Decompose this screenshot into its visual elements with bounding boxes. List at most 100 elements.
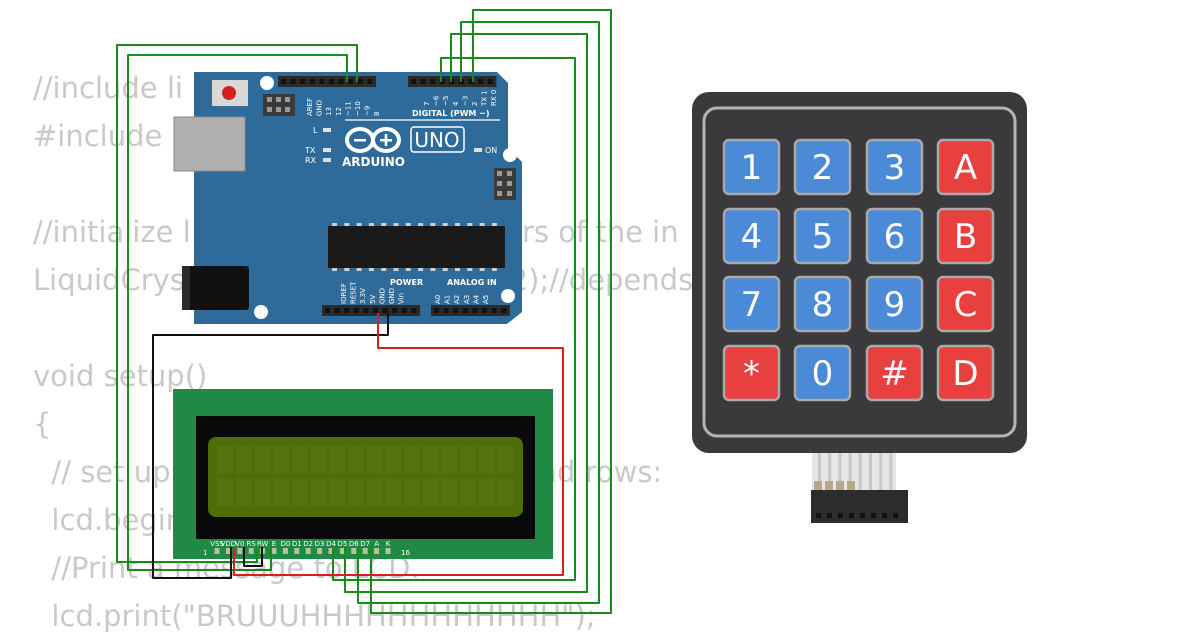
header-socket[interactable] xyxy=(443,308,449,313)
header-socket[interactable] xyxy=(367,79,373,84)
header-socket[interactable] xyxy=(430,79,436,84)
lcd-pin[interactable] xyxy=(374,548,380,554)
lcd-pin[interactable] xyxy=(225,548,231,554)
lcd-pin[interactable] xyxy=(294,548,300,554)
header-socket[interactable] xyxy=(319,79,325,84)
pin-label: 8 xyxy=(373,112,381,116)
keypad-ribbon-traces xyxy=(818,452,893,492)
keypad-key-label: 9 xyxy=(884,285,906,325)
lcd-cell xyxy=(273,478,290,506)
lcd-pin-last: 16 xyxy=(401,549,410,557)
header-socket[interactable] xyxy=(420,79,426,84)
lcd-cell xyxy=(310,446,327,474)
lcd-pin[interactable] xyxy=(328,548,334,554)
keypad-key-label: B xyxy=(954,217,977,257)
header-socket[interactable] xyxy=(487,79,493,84)
header-socket[interactable] xyxy=(472,308,478,313)
header-socket[interactable] xyxy=(439,79,445,84)
lcd-pin[interactable] xyxy=(271,548,277,554)
keypad-key-9[interactable]: 9 xyxy=(865,275,924,333)
keypad-key-label: 4 xyxy=(741,217,763,257)
header-socket[interactable] xyxy=(491,308,497,313)
header-socket[interactable] xyxy=(325,308,330,313)
header-socket[interactable] xyxy=(329,79,334,84)
header-socket[interactable] xyxy=(344,308,350,313)
header-socket[interactable] xyxy=(501,308,507,313)
header-socket[interactable] xyxy=(401,308,407,313)
lcd-pin[interactable] xyxy=(237,548,243,554)
keypad-key-B[interactable]: B xyxy=(936,207,995,265)
keypad-key-A[interactable]: A xyxy=(936,138,995,196)
wires xyxy=(116,9,612,614)
keypad-key-1[interactable]: 1 xyxy=(722,138,781,196)
header-socket[interactable] xyxy=(290,79,296,84)
keypad-key-D[interactable]: D xyxy=(936,344,995,402)
lcd-cell xyxy=(441,478,458,506)
header-socket[interactable] xyxy=(434,308,439,313)
pin-label: 13 xyxy=(325,107,333,116)
pin-label: A1 xyxy=(444,295,452,304)
keypad-key-label: 1 xyxy=(741,148,763,188)
header-socket[interactable] xyxy=(334,308,340,313)
led-on-label: ON xyxy=(485,146,497,155)
header-socket[interactable] xyxy=(338,79,344,84)
keypad-key-5[interactable]: 5 xyxy=(793,207,852,265)
lcd-pin-label: E xyxy=(272,540,276,548)
header-socket[interactable] xyxy=(281,79,286,84)
lcd-pin-label: A xyxy=(374,540,379,548)
header-socket[interactable] xyxy=(373,308,378,313)
keypad-key-0[interactable]: 0 xyxy=(793,344,852,402)
header-socket[interactable] xyxy=(357,79,363,84)
power-header xyxy=(322,305,420,316)
keypad-key-label: 7 xyxy=(741,285,763,325)
header-socket[interactable] xyxy=(453,308,459,313)
pin-label: ~3 xyxy=(461,96,469,106)
keypad-key-label: 2 xyxy=(812,148,834,188)
keypad-key-8[interactable]: 8 xyxy=(793,275,852,333)
header-socket[interactable] xyxy=(353,308,359,313)
header-socket[interactable] xyxy=(411,79,416,84)
header-socket[interactable] xyxy=(392,308,398,313)
arduino-logo-text: ARDUINO xyxy=(342,155,405,169)
header-socket[interactable] xyxy=(309,79,315,84)
mounting-hole xyxy=(254,305,268,319)
header-socket[interactable] xyxy=(300,79,306,84)
keypad-key-4[interactable]: 4 xyxy=(722,207,781,265)
lcd-pin[interactable] xyxy=(351,548,357,554)
lcd-pin[interactable] xyxy=(305,548,311,554)
header-socket[interactable] xyxy=(382,308,388,313)
lcd-pin[interactable] xyxy=(339,548,345,554)
lcd-cell xyxy=(329,446,346,474)
lcd-pin[interactable] xyxy=(362,548,368,554)
lcd-pin-label: VSS xyxy=(210,540,224,548)
pin-label: ~5 xyxy=(442,96,450,106)
header-socket[interactable] xyxy=(411,308,417,313)
header-socket[interactable] xyxy=(348,79,354,84)
power-jack xyxy=(182,266,249,310)
lcd-pin[interactable] xyxy=(317,548,323,554)
lcd-pin[interactable] xyxy=(214,548,220,554)
keypad-key-6[interactable]: 6 xyxy=(865,207,924,265)
keypad-key-C[interactable]: C xyxy=(936,275,995,333)
lcd-pin[interactable] xyxy=(385,548,391,554)
header-socket[interactable] xyxy=(478,79,484,84)
lcd-pin[interactable] xyxy=(248,548,254,554)
pin-label: 7 xyxy=(423,102,431,106)
lcd-pin-label: RW xyxy=(257,540,269,548)
keypad-key-3[interactable]: 3 xyxy=(865,138,924,196)
reset-button[interactable] xyxy=(222,86,236,100)
pin-label: ~11 xyxy=(344,101,352,116)
header-socket[interactable] xyxy=(468,79,474,84)
lcd-pin[interactable] xyxy=(282,548,288,554)
keypad-key-7[interactable]: 7 xyxy=(722,275,781,333)
keypad-key-*[interactable]: * xyxy=(722,344,781,402)
header-socket[interactable] xyxy=(363,308,369,313)
header-socket[interactable] xyxy=(482,308,487,313)
header-socket[interactable] xyxy=(462,308,468,313)
keypad-key-2[interactable]: 2 xyxy=(793,138,852,196)
keypad-key-#[interactable]: # xyxy=(865,344,924,402)
